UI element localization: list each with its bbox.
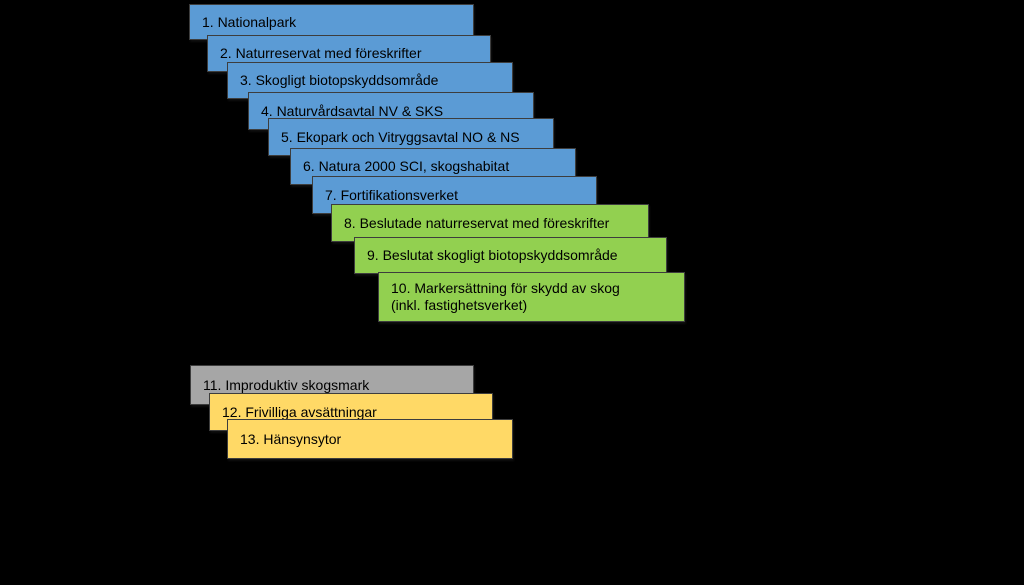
step-7-label: 7. Fortifikationsverket bbox=[325, 186, 459, 203]
step-13-box: 13. Hänsynsytor bbox=[227, 419, 513, 459]
step-4-label: 4. Naturvårdsavtal NV & SKS bbox=[261, 102, 444, 119]
step-12-label: 12. Frivilliga avsättningar bbox=[222, 403, 377, 420]
step-10-box: 10. Markersättning för skydd av skog (in… bbox=[378, 272, 685, 322]
step-11-label: 11. Improduktiv skogsmark bbox=[203, 376, 370, 393]
step-1-box: 1. Nationalpark bbox=[189, 4, 474, 40]
step-1-label: 1. Nationalpark bbox=[202, 13, 297, 30]
step-13-label: 13. Hänsynsytor bbox=[240, 430, 342, 447]
step-8-label: 8. Beslutade naturreservat med föreskrif… bbox=[344, 214, 610, 231]
step-10-label-line2: (inkl. fastighetsverket) bbox=[391, 297, 528, 313]
step-9-label: 9. Beslutat skogligt biotopskyddsområde bbox=[367, 247, 618, 263]
step-6-label: 6. Natura 2000 SCI, skogshabitat bbox=[303, 158, 510, 174]
step-9-box: 9. Beslutat skogligt biotopskyddsområde bbox=[354, 237, 667, 274]
step-5-label: 5. Ekopark och Vitryggsavtal NO & NS bbox=[281, 128, 520, 145]
step-2-label: 2. Naturreservat med föreskrifter bbox=[220, 45, 422, 61]
step-8-box: 8. Beslutade naturreservat med föreskrif… bbox=[331, 204, 649, 242]
step-10-label-line1: 10. Markersättning för skydd av skog bbox=[391, 280, 620, 296]
step-3-label: 3. Skogligt biotopskyddsområde bbox=[240, 72, 439, 88]
